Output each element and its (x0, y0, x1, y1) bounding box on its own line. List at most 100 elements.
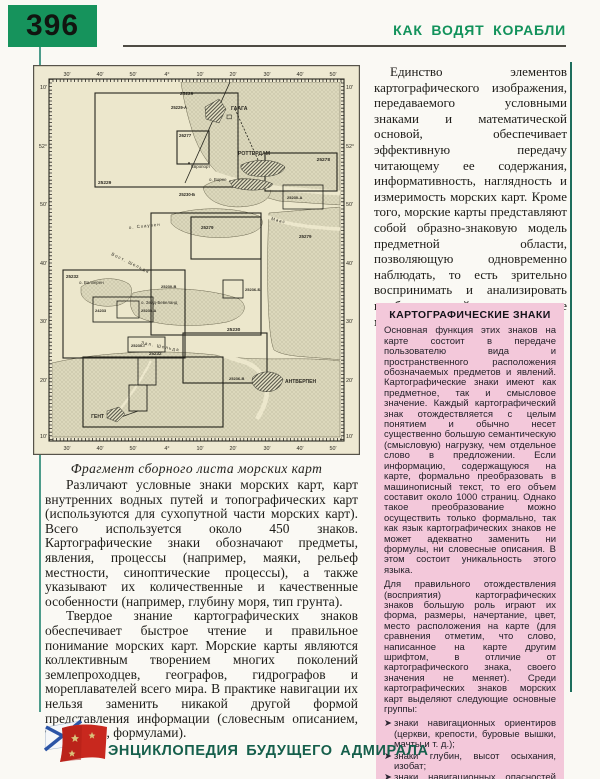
axis-tick: 10' (196, 446, 203, 452)
axis-tick: 10' (346, 434, 353, 440)
city-labels: ГААГА РОТТЕРДАМ АНТВЕРПЕН ГЕНТ (91, 106, 316, 420)
axis-tick: 30' (346, 319, 353, 325)
list-item: ➤знаки навигационных ориентиров (церкви,… (384, 718, 556, 751)
chart-boundaries (62, 82, 338, 428)
label-haag: ГААГА (231, 106, 248, 112)
chart-25235a: 25235-А (141, 308, 156, 313)
list-item: ➤знаки навигационных опасностей (подводн… (384, 773, 556, 779)
chart-25279-right: 25279 (299, 234, 312, 239)
axis-tick: 30' (263, 72, 270, 78)
right-vertical-rule (570, 62, 572, 692)
axis-tick: 40' (296, 72, 303, 78)
label-europort: Европорт (191, 164, 210, 169)
axis-tick: 40' (96, 72, 103, 78)
axis-tick: 30' (63, 446, 70, 452)
axis-tick: 10' (196, 72, 203, 78)
body-paragraph: Твердое знание картографических знаков о… (45, 608, 358, 741)
page-number-box: 396 (8, 5, 97, 47)
red-navy-flag (60, 724, 107, 762)
series-title: ЭНЦИКЛОПЕДИЯ БУДУЩЕГО АДМИРАЛА (108, 743, 429, 759)
axis-tick: 4° (164, 72, 169, 78)
label-maas: Маас (271, 216, 287, 224)
chart-25278: 25278 (317, 157, 331, 163)
chart-25230: 25230 (227, 327, 241, 333)
chart-25232-top: 25232 (66, 274, 79, 279)
infobox-cartographic-signs: КАРТОГРАФИЧЕСКИЕ ЗНАКИ Основная функция … (376, 303, 564, 779)
label-schouwen: о. Схаувен (129, 222, 161, 230)
map-axis-labels: 30' 40' 50' 4° 10' 20' 30' 40' 50' 30' 4… (39, 72, 354, 452)
label-voorne: о. Ворне (209, 177, 227, 182)
chart-25229-top: 25229 (180, 91, 194, 97)
chart-25230b: 25230-Б (179, 192, 195, 197)
chart-index-map-figure: 30' 40' 50' 4° 10' 20' 30' 40' 50' 30' 4… (33, 65, 360, 455)
list-item: ➤знаки глубин, высот осыхания, изобат; (384, 750, 556, 773)
haag-symbol (226, 114, 232, 120)
axis-tick: 30' (40, 319, 47, 325)
axis-tick: 50' (129, 72, 136, 78)
chart-24233: 24233 (95, 308, 107, 313)
infobox-title: КАРТОГРАФИЧЕСКИЕ ЗНАКИ (389, 309, 551, 321)
axis-tick: 50' (129, 446, 136, 452)
body-paragraph: Единство элементов картографического изо… (374, 64, 567, 329)
chart-25232-bottom: 25232 (149, 351, 162, 356)
label-rotterdam: РОТТЕРДАМ (238, 151, 270, 157)
right-column: Единство элементов картографического изо… (374, 64, 567, 329)
infobox-paragraph: Для правильного отождествления (восприят… (384, 579, 556, 716)
label-zuid-beveland: о. Зейд-Бевеланд (141, 300, 178, 305)
axis-tick: 20' (40, 378, 47, 384)
axis-tick: 4° (164, 446, 169, 452)
axis-tick: 20' (229, 446, 236, 452)
axis-tick: 30' (263, 446, 270, 452)
arrow-bullet-icon: ➤ (384, 750, 392, 762)
infobox-list: ➤знаки навигационных ориентиров (церкви,… (384, 719, 556, 779)
flags-icon (43, 719, 107, 762)
label-gent: ГЕНТ (91, 414, 104, 420)
axis-tick: 20' (346, 378, 353, 384)
axis-tick: 50' (346, 202, 353, 208)
arrow-bullet-icon: ➤ (384, 718, 392, 730)
city-antwerp-area (251, 371, 284, 392)
axis-tick: 50' (329, 446, 336, 452)
axis-tick: 40' (96, 446, 103, 452)
chapter-title: КАК ВОДЯТ КОРАБЛИ (393, 22, 566, 38)
axis-tick: 10' (40, 85, 47, 91)
infobox-paragraph: Основная функция этих знаков на карте со… (384, 325, 556, 576)
chart-numbers: 25229 25229 25229-А 26277 25278 25279 25… (66, 91, 330, 381)
arrow-bullet-icon: ➤ (384, 772, 392, 779)
axis-tick: 52° (346, 144, 354, 150)
nautical-index-map: 30' 40' 50' 4° 10' 20' 30' 40' 50' 30' 4… (33, 65, 360, 455)
chart-25230a: 25230-А (287, 195, 302, 200)
naval-flags-logo (43, 718, 110, 771)
chart-26277: 26277 (179, 133, 192, 138)
chart-25236b: 25236-Б (245, 287, 260, 292)
chart-25279: 25279 (201, 225, 214, 230)
axis-tick: 40' (40, 261, 47, 267)
axis-tick: 50' (329, 72, 336, 78)
axis-tick: 52° (39, 144, 47, 150)
label-antwerp: АНТВЕРПЕН (285, 379, 316, 385)
figure-caption: Фрагмент сборного листа морских карт (70, 461, 323, 476)
chart-25230v: 25230-В (161, 284, 176, 289)
header-rule (123, 45, 566, 47)
city-areas (106, 98, 286, 423)
city-gent-area (106, 406, 126, 423)
axis-tick: 10' (346, 85, 353, 91)
label-walcheren: о. Валхерен (79, 280, 104, 285)
city-rotterdam-area (240, 160, 286, 177)
axis-tick: 10' (40, 434, 47, 440)
left-column: Различают условные знаки морских карт, к… (45, 477, 358, 741)
page-number: 396 (25, 9, 80, 42)
chart-25236v: 25236-В (229, 376, 244, 381)
axis-tick: 20' (229, 72, 236, 78)
chart-25229a: 25229-А (171, 105, 187, 110)
city-haag-area (204, 98, 227, 124)
axis-tick: 50' (40, 202, 47, 208)
body-paragraph: Различают условные знаки морских карт, к… (45, 477, 358, 609)
city-rotterdam-area-2 (228, 178, 274, 191)
europort-dot (188, 162, 190, 164)
chart-25229: 25229 (98, 180, 112, 186)
axis-tick: 40' (346, 261, 353, 267)
axis-tick: 40' (296, 446, 303, 452)
chart-25230g: 25230-Г (131, 343, 146, 348)
